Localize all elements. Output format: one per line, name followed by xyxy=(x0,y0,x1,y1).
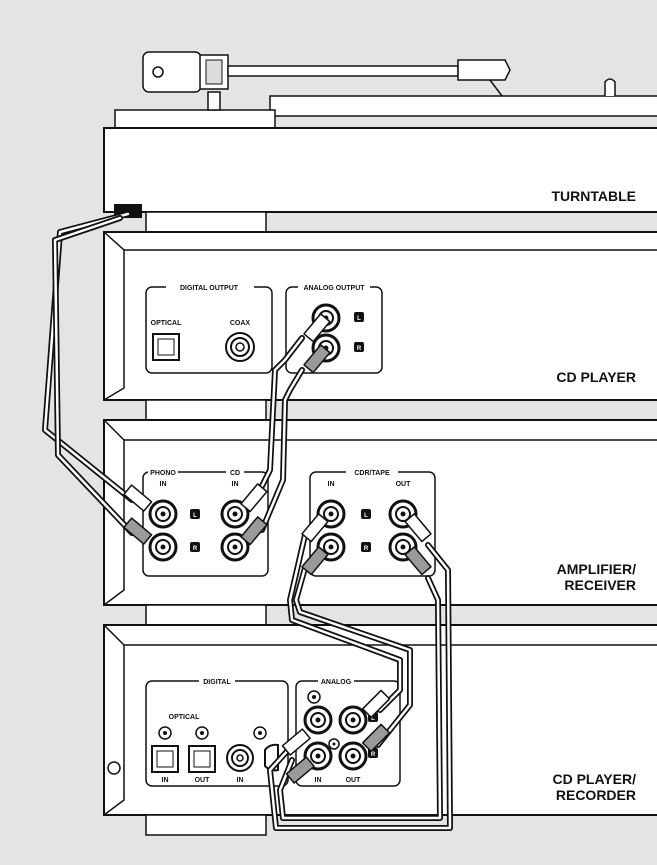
recorder-digital-panel: DIGITAL OPTICAL IN OUT IN xyxy=(145,677,289,787)
recorder-coax-in-label: IN xyxy=(237,777,244,784)
recorder-optical-out-label: OUT xyxy=(195,777,211,784)
gear-screw-icon xyxy=(158,726,172,740)
cdr-tape-cable xyxy=(267,532,453,831)
optical-port-icon xyxy=(188,745,216,773)
digital-output-title: DIGITAL OUTPUT xyxy=(180,285,239,292)
optical-port-icon xyxy=(151,745,179,773)
optical-port-icon xyxy=(152,333,180,361)
phono-in-label: IN xyxy=(160,481,167,488)
turntable-unit: TURNTABLE xyxy=(103,51,657,235)
recorder-optical-label: OPTICAL xyxy=(169,714,200,721)
cables xyxy=(42,211,453,831)
cdr-out-label: OUT xyxy=(396,481,412,488)
channel-badge-right: R xyxy=(371,752,376,758)
optical-label: OPTICAL xyxy=(151,320,182,327)
cd-player-unit: CD PLAYER DIGITAL OUTPUT OPTICAL COAX AN… xyxy=(103,231,657,421)
recorder-analog-title: ANALOG xyxy=(321,679,352,686)
rca-plug-icon xyxy=(123,313,432,784)
recorder-digital-title: DIGITAL xyxy=(203,679,231,686)
channel-badge-right: R xyxy=(364,546,369,552)
turntable-label: TURNTABLE xyxy=(551,188,636,204)
recorder-label-line1: CD PLAYER/ xyxy=(552,771,636,787)
tonearm-icon xyxy=(142,51,616,111)
cd-in-label: IN xyxy=(232,481,239,488)
gear-screw-icon xyxy=(307,690,321,704)
gear-screw-icon xyxy=(253,726,267,740)
phono-cd-input-panel: PHONO CD IN IN L R xyxy=(142,468,269,577)
coax-jack-icon xyxy=(226,744,254,772)
channel-badge-right: R xyxy=(357,346,362,352)
rca-jack-icon xyxy=(338,741,368,771)
gear-screw-icon xyxy=(195,726,209,740)
cd-input-title: CD xyxy=(230,470,240,477)
cd-recorder-unit: CD PLAYER/ RECORDER DIGITAL OPTICAL IN O… xyxy=(103,624,657,836)
cd-digital-output-panel: DIGITAL OUTPUT OPTICAL COAX xyxy=(145,283,273,374)
channel-badge-left: L xyxy=(193,513,197,519)
cd-analog-cable xyxy=(252,335,305,533)
cd-player-label: CD PLAYER xyxy=(556,369,636,385)
channel-badge-left: L xyxy=(364,513,368,519)
amplifier-label-line1: AMPLIFIER/ xyxy=(557,561,636,577)
cdr-in-label: IN xyxy=(328,481,335,488)
coax-jack-icon xyxy=(225,332,255,362)
amplifier-unit: AMPLIFIER/ RECEIVER PHONO CD IN IN L R C… xyxy=(103,419,657,626)
rca-jack-icon xyxy=(148,532,178,562)
channel-badge-left: L xyxy=(357,316,361,322)
analog-output-title: ANALOG OUTPUT xyxy=(303,285,365,292)
rca-jack-icon xyxy=(338,705,368,735)
phono-cable xyxy=(42,211,135,536)
recorder-analog-in-label: IN xyxy=(315,777,322,784)
recorder-optical-in-label: IN xyxy=(162,777,169,784)
rca-jack-icon xyxy=(220,499,250,529)
amplifier-label-line2: RECEIVER xyxy=(564,577,636,593)
rca-jack-icon xyxy=(220,532,250,562)
cdr-tape-title: CDR/TAPE xyxy=(354,470,390,477)
channel-badge-right: R xyxy=(193,546,198,552)
gear-screw-icon xyxy=(328,738,340,750)
coax-label: COAX xyxy=(230,320,251,327)
rca-jack-icon xyxy=(148,499,178,529)
cdr-tape-panel: CDR/TAPE IN OUT L R xyxy=(309,468,436,577)
recorder-analog-panel: ANALOG L R IN OUT xyxy=(295,677,401,787)
recorder-label-line2: RECORDER xyxy=(556,787,636,803)
phono-title: PHONO xyxy=(150,470,176,477)
recorder-analog-out-label: OUT xyxy=(346,777,362,784)
rca-jack-icon xyxy=(303,705,333,735)
channel-badge-left: L xyxy=(371,716,375,722)
